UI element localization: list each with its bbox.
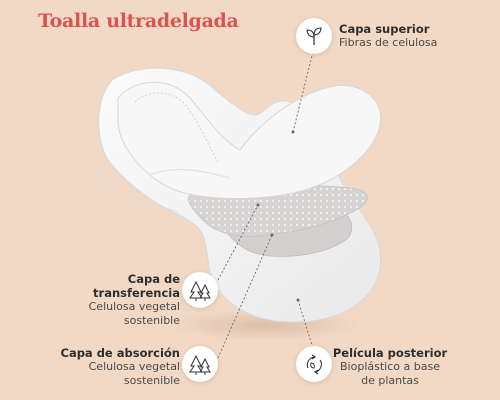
topsheet-fold (149, 168, 231, 179)
pad-wing-left (99, 159, 179, 213)
label-top-layer-desc: Fibras de celulosa (339, 36, 438, 49)
label-absorption-layer-desc-1: Celulosa vegetal (88, 360, 180, 373)
label-back-layer: Película posterior Bioplástico a base de… (330, 346, 450, 388)
label-absorption-layer-name: Capa de absorción (60, 346, 181, 360)
label-transfer-layer-name: Capa de transferencia (93, 272, 180, 300)
label-top-layer-name: Capa superior (339, 22, 430, 36)
label-absorption-layer: Capa de absorción Celulosa vegetal soste… (40, 346, 181, 388)
pine-trees-icon (182, 346, 218, 382)
topsheet-stitch (134, 92, 219, 163)
pine-trees-icon (182, 272, 218, 308)
connector-line-top (292, 47, 315, 133)
marker-back (296, 298, 300, 302)
marker-absorption (270, 233, 274, 237)
label-transfer-layer-desc-1: Celulosa vegetal (88, 300, 180, 313)
label-back-layer-desc-1: Bioplástico a base (340, 360, 440, 373)
label-absorption-layer-desc-2: sostenible (123, 374, 180, 387)
diagram-title: Toalla ultradelgada (38, 10, 239, 32)
label-transfer-layer-desc-2: sostenible (123, 314, 180, 327)
leaf-sprout-icon (296, 18, 332, 54)
marker-transfer (256, 203, 260, 207)
label-transfer-layer: Capa de transferencia Celulosa vegetal s… (40, 272, 180, 328)
label-back-layer-desc-2: de plantas (361, 374, 419, 387)
marker-top (291, 130, 295, 134)
label-top-layer: Capa superior Fibras de celulosa (339, 22, 437, 50)
label-back-layer-name: Película posterior (332, 346, 448, 360)
recycle-leaf-icon (296, 346, 332, 382)
